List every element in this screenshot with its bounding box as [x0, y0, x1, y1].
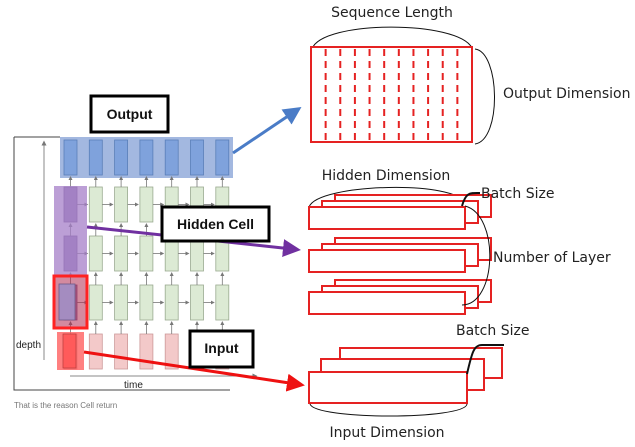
cell-grid [63, 139, 230, 370]
input-cell [139, 333, 154, 370]
hidden-cell [164, 284, 179, 321]
hidden-cell-label-box: Hidden Cell [160, 205, 271, 243]
output-cell [190, 139, 204, 176]
hidden-highlight [54, 186, 87, 276]
input-cell [88, 333, 103, 370]
output-tensor-rect [310, 46, 473, 143]
input-cell [114, 333, 128, 370]
batch-size-label-input: Batch Size [456, 323, 529, 339]
output-cell [139, 139, 154, 176]
figure-frame [13, 137, 230, 391]
output-tensor: Sequence Length Output Dimension [310, 5, 631, 145]
number-of-layer-brace [461, 205, 491, 306]
hidden-sheet [308, 249, 466, 273]
output-label-box: Output [89, 94, 170, 134]
output-dimension-label: Output Dimension [503, 86, 631, 102]
output-cell [164, 139, 179, 176]
number-of-layer-label: Number of Layer [493, 250, 611, 266]
time-label: time [124, 380, 143, 391]
output-arrow [232, 106, 302, 155]
svg-text:Hidden Cell: Hidden Cell [177, 216, 254, 232]
timestep-dashes [324, 49, 459, 140]
svg-text:Output: Output [107, 106, 153, 122]
input-tensor: Batch Size Input Dimension [308, 323, 529, 441]
input-label-box: Input [188, 329, 255, 369]
depth-label: depth [16, 340, 41, 351]
hidden-tensor: Hidden Dimension Batch Size Number of La… [308, 168, 611, 315]
output-dimension-brace [474, 48, 495, 145]
hidden-sheet [308, 291, 466, 315]
hidden-cell [139, 186, 154, 223]
sequence-length-brace [311, 26, 473, 50]
batch-size-label-hidden: Batch Size [481, 186, 554, 202]
input-sheet [308, 371, 468, 404]
sequence-length-label: Sequence Length [331, 5, 453, 21]
output-cell [215, 139, 230, 176]
hidden-cell [114, 235, 128, 272]
hidden-dimension-label: Hidden Dimension [322, 168, 451, 184]
hidden-cell [139, 284, 154, 321]
input-dimension-brace [309, 403, 468, 417]
output-cell [88, 139, 103, 176]
hidden-cell [139, 235, 154, 272]
hidden-cell [114, 284, 128, 321]
hidden-layer-stacks [308, 194, 492, 315]
caption: That is the reason Cell return [14, 401, 117, 410]
batch-size-brace-hidden [461, 191, 481, 207]
rnn-grid-figure: depth time That is the reason Cell retur… [13, 136, 258, 410]
svg-text:Input: Input [204, 340, 239, 356]
hidden-cell [215, 284, 230, 321]
input-dimension-label: Input Dimension [329, 425, 444, 441]
hidden-cell [114, 186, 128, 223]
output-cell [63, 139, 78, 176]
hidden-cell [88, 186, 103, 223]
batch-size-brace-input [466, 344, 504, 375]
hidden-cell [88, 235, 103, 272]
output-cell [114, 139, 128, 176]
hidden-cell [190, 284, 204, 321]
hidden-sheet [308, 206, 466, 230]
hidden-cell [88, 284, 103, 321]
